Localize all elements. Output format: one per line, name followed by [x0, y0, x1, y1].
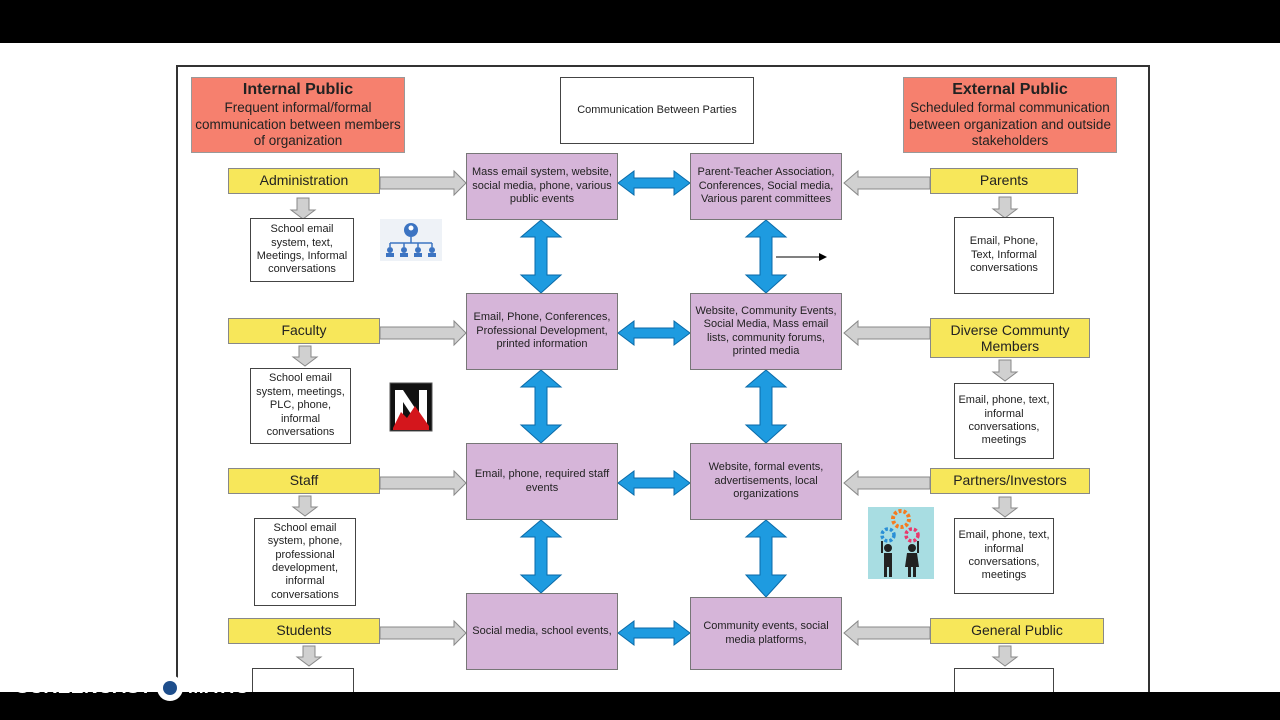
methods-faculty: School email system, meetings, PLC, phon…: [250, 368, 351, 444]
link-right-3-4: [744, 519, 788, 598]
internal-public-subtitle: Frequent informal/formal communication b…: [195, 99, 401, 149]
channel-public: Community events, social media platforms…: [690, 597, 842, 670]
watermark-word2: MATIC: [187, 677, 250, 698]
external-public-title: External Public: [952, 80, 1068, 98]
teamwork-gears-icon: [868, 507, 934, 579]
channel-parents: Parent-Teacher Association, Conferences,…: [690, 153, 842, 220]
methods-staff: School email system, phone, professional…: [254, 518, 356, 606]
connector-arrows: [289, 169, 1019, 667]
channel-faculty: Email, Phone, Conferences, Professional …: [466, 293, 618, 370]
link-left-1-2: [519, 219, 563, 294]
link-right-2-3: [744, 369, 788, 444]
link-row4: [617, 620, 691, 646]
group-partners: Partners/Investors: [930, 468, 1090, 494]
channel-administration: Mass email system, website, social media…: [466, 153, 618, 220]
link-row3: [617, 470, 691, 496]
feed-arrow-community: [843, 319, 931, 347]
link-left-2-3: [519, 369, 563, 444]
methods-community: Email, phone, text, informal conversatio…: [954, 383, 1054, 459]
feed-arrow-public: [843, 619, 931, 647]
link-left-3-4: [519, 519, 563, 594]
watermark-line1: RECORDED WITH: [16, 660, 115, 672]
methods-partners: Email, phone, text, informal conversatio…: [954, 518, 1054, 594]
group-staff: Staff: [228, 468, 380, 494]
methods-parents: Email, Phone, Text, Informal conversatio…: [954, 217, 1054, 294]
feed-arrow-faculty: [379, 319, 467, 347]
down-arrow-public: [991, 645, 1019, 667]
channel-students: Social media, school events,: [466, 593, 618, 670]
channel-staff: Email, phone, required staff events: [466, 443, 618, 520]
feed-arrow-partners: [843, 469, 931, 497]
down-arrow-parents: [991, 196, 1019, 219]
internal-public-title: Internal Public: [242, 80, 354, 98]
screencast-lens-icon: [156, 675, 183, 701]
group-students: Students: [228, 618, 380, 644]
external-public-subtitle: Scheduled formal communication between o…: [909, 99, 1111, 149]
channel-community: Website, Community Events, Social Media,…: [690, 293, 842, 370]
watermark-word1: SCREENCAST: [16, 677, 152, 698]
down-arrow-staff: [291, 495, 319, 517]
screencast-watermark: RECORDED WITH SCREENCAST MATIC: [16, 660, 249, 701]
group-parents: Parents: [930, 168, 1078, 194]
channel-partners: Website, formal events, advertisements, …: [690, 443, 842, 520]
watermark-line2: SCREENCAST MATIC: [16, 675, 249, 701]
group-administration: Administration: [228, 168, 380, 194]
video-frame: Internal Public Frequent informal/formal…: [0, 43, 1280, 692]
methods-students: School email: [252, 668, 354, 692]
down-arrow-community: [991, 359, 1019, 382]
methods-public: Social media: [954, 668, 1054, 692]
down-arrow-faculty: [291, 345, 319, 367]
diagram-title: Communication Between Parties: [560, 77, 754, 144]
internal-public-header: Internal Public Frequent informal/formal…: [191, 77, 405, 153]
diagram-canvas: Internal Public Frequent informal/formal…: [176, 65, 1150, 692]
down-arrow-partners: [991, 496, 1019, 518]
group-community: Diverse Communty Members: [930, 318, 1090, 358]
feed-arrow-administration: [379, 169, 467, 197]
external-public-header: External Public Scheduled formal communi…: [903, 77, 1117, 153]
link-row2: [617, 320, 691, 346]
feed-arrow-parents: [843, 169, 931, 197]
link-row1: [617, 170, 691, 196]
down-arrow-students: [295, 645, 323, 667]
org-chart-icon: [380, 219, 442, 261]
down-arrow-administration: [289, 197, 317, 220]
methods-administration: School email system, text, Meetings, Inf…: [250, 218, 354, 282]
group-faculty: Faculty: [228, 318, 380, 344]
feed-arrow-staff: [379, 469, 467, 497]
group-public: General Public: [930, 618, 1104, 644]
n-logo-icon: [389, 382, 433, 432]
feed-arrow-students: [379, 619, 467, 647]
